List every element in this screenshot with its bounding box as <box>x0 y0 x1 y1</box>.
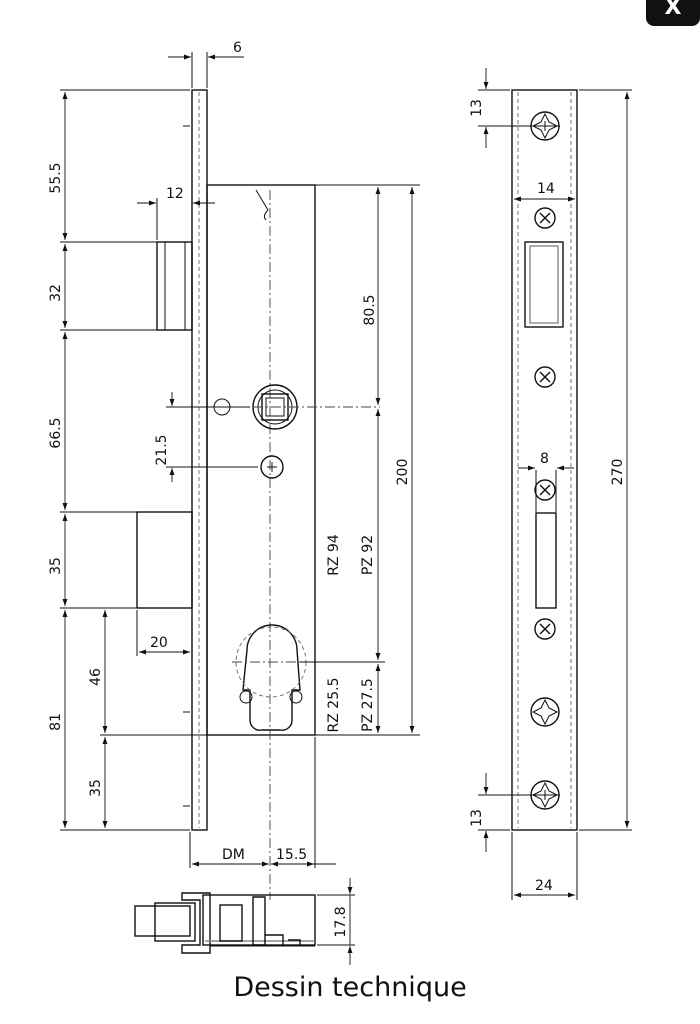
dim-46: 46 <box>88 668 104 686</box>
dim-35-bolt: 35 <box>48 557 64 575</box>
dim-pz-92: PZ 92 <box>360 535 376 575</box>
dim-12: 12 <box>166 186 184 202</box>
dim-32: 32 <box>48 284 64 302</box>
dim-20: 20 <box>150 635 168 651</box>
left-dimensions: 55.5 32 66.5 35 81 46 35 6 12 20 21.5 <box>48 40 336 868</box>
faceplate <box>191 89 208 831</box>
dim-rz-25-5: RZ 25.5 <box>326 678 342 733</box>
dim-dm: DM <box>222 847 245 863</box>
dead-bolt <box>136 511 193 609</box>
dim-35-lower: 35 <box>88 779 104 797</box>
body-dimensions: 80.5 200 RZ 94 PZ 92 RZ 25.5 PZ 27.5 <box>300 184 415 733</box>
x-screw-2 <box>534 366 556 388</box>
close-button[interactable]: X <box>646 0 700 26</box>
latch-bolt <box>156 241 193 331</box>
dim-pz-27-5: PZ 27.5 <box>360 678 376 732</box>
strike-plate <box>511 89 578 831</box>
section-view: 17.8 <box>134 878 355 965</box>
dim-24: 24 <box>535 878 553 894</box>
dim-14: 14 <box>537 181 555 197</box>
dim-21-5: 21.5 <box>154 434 170 465</box>
dim-80-5: 80.5 <box>362 294 378 325</box>
x-screw-3 <box>534 479 556 501</box>
dim-270: 270 <box>610 459 626 486</box>
dim-8: 8 <box>540 451 549 467</box>
dim-66-5: 66.5 <box>48 417 64 448</box>
latch-opening <box>524 241 564 328</box>
lock-case <box>206 184 316 736</box>
dim-6: 6 <box>233 40 242 56</box>
dim-rz-94: RZ 94 <box>326 534 342 576</box>
x-screw-4 <box>534 618 556 640</box>
strike-plate-view: 13 14 8 13 24 270 <box>469 68 632 900</box>
handle-hole <box>260 455 284 479</box>
dim-55-5: 55.5 <box>48 162 64 193</box>
x-screw-1 <box>534 207 556 229</box>
dim-13-top: 13 <box>469 99 485 117</box>
caption: Dessin technique <box>233 972 467 1003</box>
screw-lower-2 <box>530 697 560 727</box>
dim-13-bottom: 13 <box>469 809 485 827</box>
cylinder-cutout <box>232 624 312 731</box>
dim-81: 81 <box>48 713 64 731</box>
dim-200: 200 <box>395 459 411 486</box>
dim-15-5: 15.5 <box>276 847 307 863</box>
bolt-slot <box>535 512 557 609</box>
dim-17-8: 17.8 <box>333 906 349 937</box>
